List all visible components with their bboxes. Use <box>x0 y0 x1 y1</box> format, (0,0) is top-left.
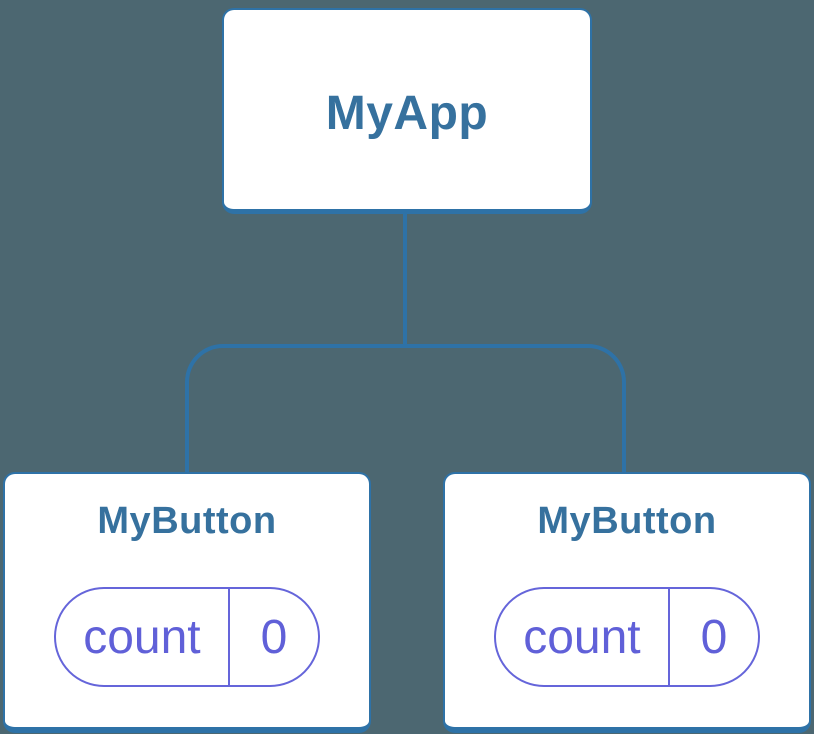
connector-stem-line <box>403 212 407 345</box>
root-component-label: MyApp <box>325 87 489 140</box>
connector-branch-bracket <box>185 344 626 472</box>
state-key: count <box>496 589 670 685</box>
child-component-card-left: MyButton count 0 <box>3 472 371 733</box>
root-component-card: MyApp <box>222 8 592 214</box>
state-pill: count 0 <box>494 587 760 687</box>
child-component-card-right: MyButton count 0 <box>443 472 811 733</box>
state-value: 0 <box>260 610 288 664</box>
state-value: 0 <box>700 610 728 664</box>
child-component-label: MyButton <box>97 500 277 542</box>
state-key: count <box>56 589 230 685</box>
state-pill: count 0 <box>54 587 320 687</box>
child-component-label: MyButton <box>537 500 717 542</box>
